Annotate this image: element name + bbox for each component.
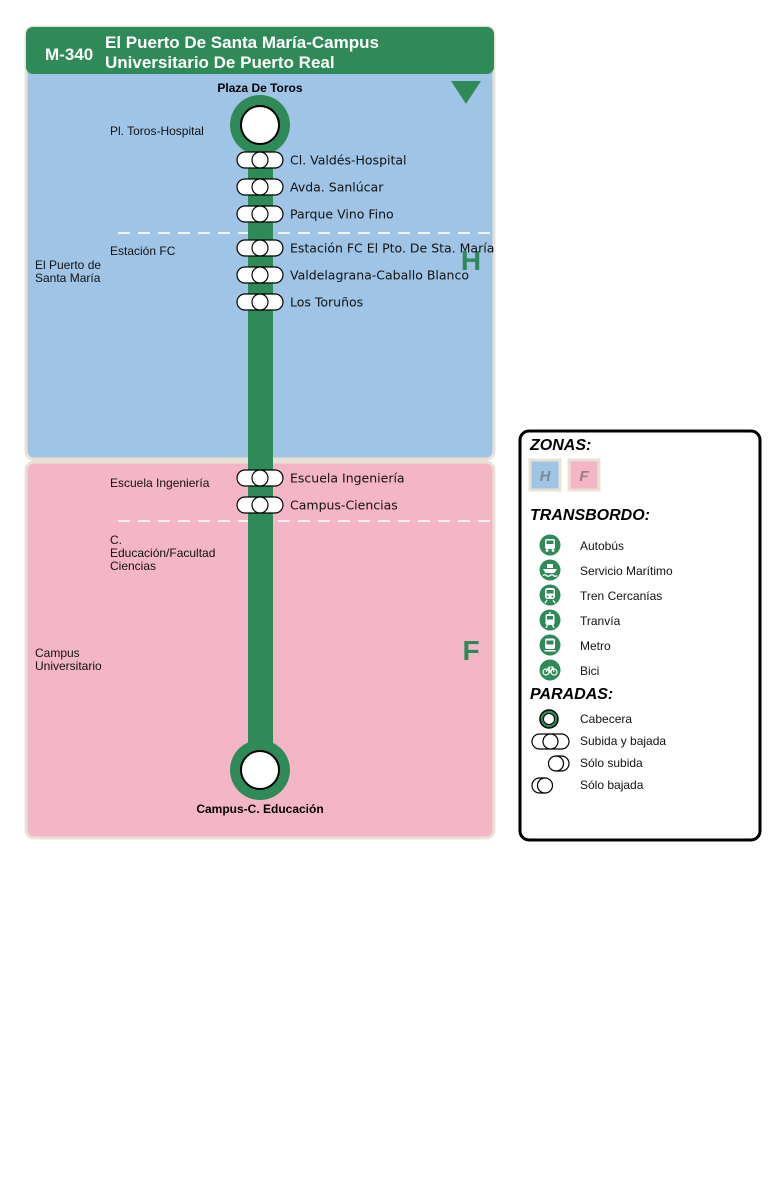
stop-label: Parque Vino Fino: [290, 207, 394, 222]
route-title-line1: El Puerto De Santa María-Campus: [105, 33, 379, 52]
section-label: C. Educación/Facultad Ciencias: [110, 533, 219, 573]
route-title-line2: Universitario De Puerto Real: [105, 53, 335, 72]
legend-stop-type-label: Sólo subida: [580, 756, 643, 770]
legend-stop-type-label: Sólo bajada: [580, 778, 644, 792]
locality-label: Campus Universitario: [35, 646, 102, 673]
stop-board-alight[interactable]: Valdelagrana-Caballo Blanco: [236, 266, 469, 284]
route-header: [26, 27, 494, 74]
stop-board-alight[interactable]: Cl. Valdés-Hospital: [236, 151, 407, 169]
stop-circle: [251, 178, 269, 196]
stop-label: Los Toruños: [290, 295, 363, 310]
zone-f-label: F: [462, 635, 479, 666]
legend-transfer-label: Bici: [580, 664, 599, 678]
alight-only-stop-icon: [531, 777, 554, 794]
direction-arrow-down-icon: [451, 81, 481, 104]
cabecera-stop-icon: [539, 709, 559, 729]
stop-label: Cl. Valdés-Hospital: [290, 153, 407, 168]
stop-circle: [251, 151, 269, 169]
legend-stop-type-label: Cabecera: [580, 712, 632, 726]
stop-circle: [251, 239, 269, 257]
boat-icon: [539, 559, 561, 581]
stop-label: Avda. Sanlúcar: [290, 180, 384, 195]
zone-h-label: H: [461, 245, 481, 276]
bus-icon: [539, 534, 561, 556]
terminal-label-end: Campus-C. Educación: [196, 802, 323, 816]
stop-board-alight[interactable]: Escuela Ingeniería: [236, 469, 405, 487]
tram-icon: [539, 609, 561, 631]
stop-circle: [251, 469, 269, 487]
stop-board-alight[interactable]: Campus-Ciencias: [236, 496, 398, 514]
legend-stop-type-label: Subida y bajada: [580, 734, 666, 748]
board-only-stop-icon: [547, 755, 570, 772]
legend-stops-title: PARADAS:: [530, 686, 613, 703]
bicycle-icon: [539, 659, 561, 681]
legend-zone-swatch-f-label: F: [579, 468, 589, 485]
section-label: Pl. Toros-Hospital: [110, 124, 204, 138]
stop-board-alight[interactable]: Avda. Sanlúcar: [236, 178, 384, 196]
legend-transfer-label: Tren Cercanías: [580, 589, 662, 603]
board-alight-stop-icon: [531, 733, 570, 750]
route-line: [248, 125, 273, 770]
section-label: Escuela Ingeniería: [110, 476, 210, 490]
route-code: M-340: [45, 45, 93, 64]
train-icon: [539, 584, 561, 606]
legend-box: [518, 429, 762, 842]
stop-label: Escuela Ingeniería: [290, 471, 405, 486]
legend-transfer-label: Tranvía: [580, 614, 621, 628]
stop-label: Campus-Ciencias: [290, 498, 398, 513]
legend-zone-swatch-h-label: H: [540, 468, 552, 485]
legend-zone-swatch-f: [567, 458, 601, 492]
section-label: Estación FC: [110, 244, 176, 258]
legend-transfers-title: TRANSBORDO:: [530, 507, 650, 524]
legend-zones-title: ZONAS:: [529, 437, 591, 454]
stop-board-alight[interactable]: Los Toruños: [236, 293, 363, 311]
stop-circle: [251, 496, 269, 514]
stop-label: Valdelagrana-Caballo Blanco: [290, 268, 469, 283]
stop-circle: [251, 205, 269, 223]
legend-zone-swatch-h: [528, 458, 562, 492]
legend-transfer-label: Autobús: [580, 539, 624, 553]
stop-label: Estación FC El Pto. De Sta. María: [290, 241, 494, 256]
stop-circle: [251, 293, 269, 311]
stop-board-alight[interactable]: Parque Vino Fino: [236, 205, 394, 223]
metro-icon: [539, 634, 561, 656]
terminal-stop-end-inner: [240, 750, 280, 790]
legend-transfer-label: Servicio Marítimo: [580, 564, 673, 578]
stop-circle: [251, 266, 269, 284]
terminal-label-start: Plaza De Toros: [217, 81, 302, 95]
stop-board-alight[interactable]: Estación FC El Pto. De Sta. María: [236, 239, 494, 257]
terminal-stop-start-inner: [240, 105, 280, 145]
legend-transfer-label: Metro: [580, 639, 611, 653]
locality-label: El Puerto de Santa María: [35, 258, 104, 285]
